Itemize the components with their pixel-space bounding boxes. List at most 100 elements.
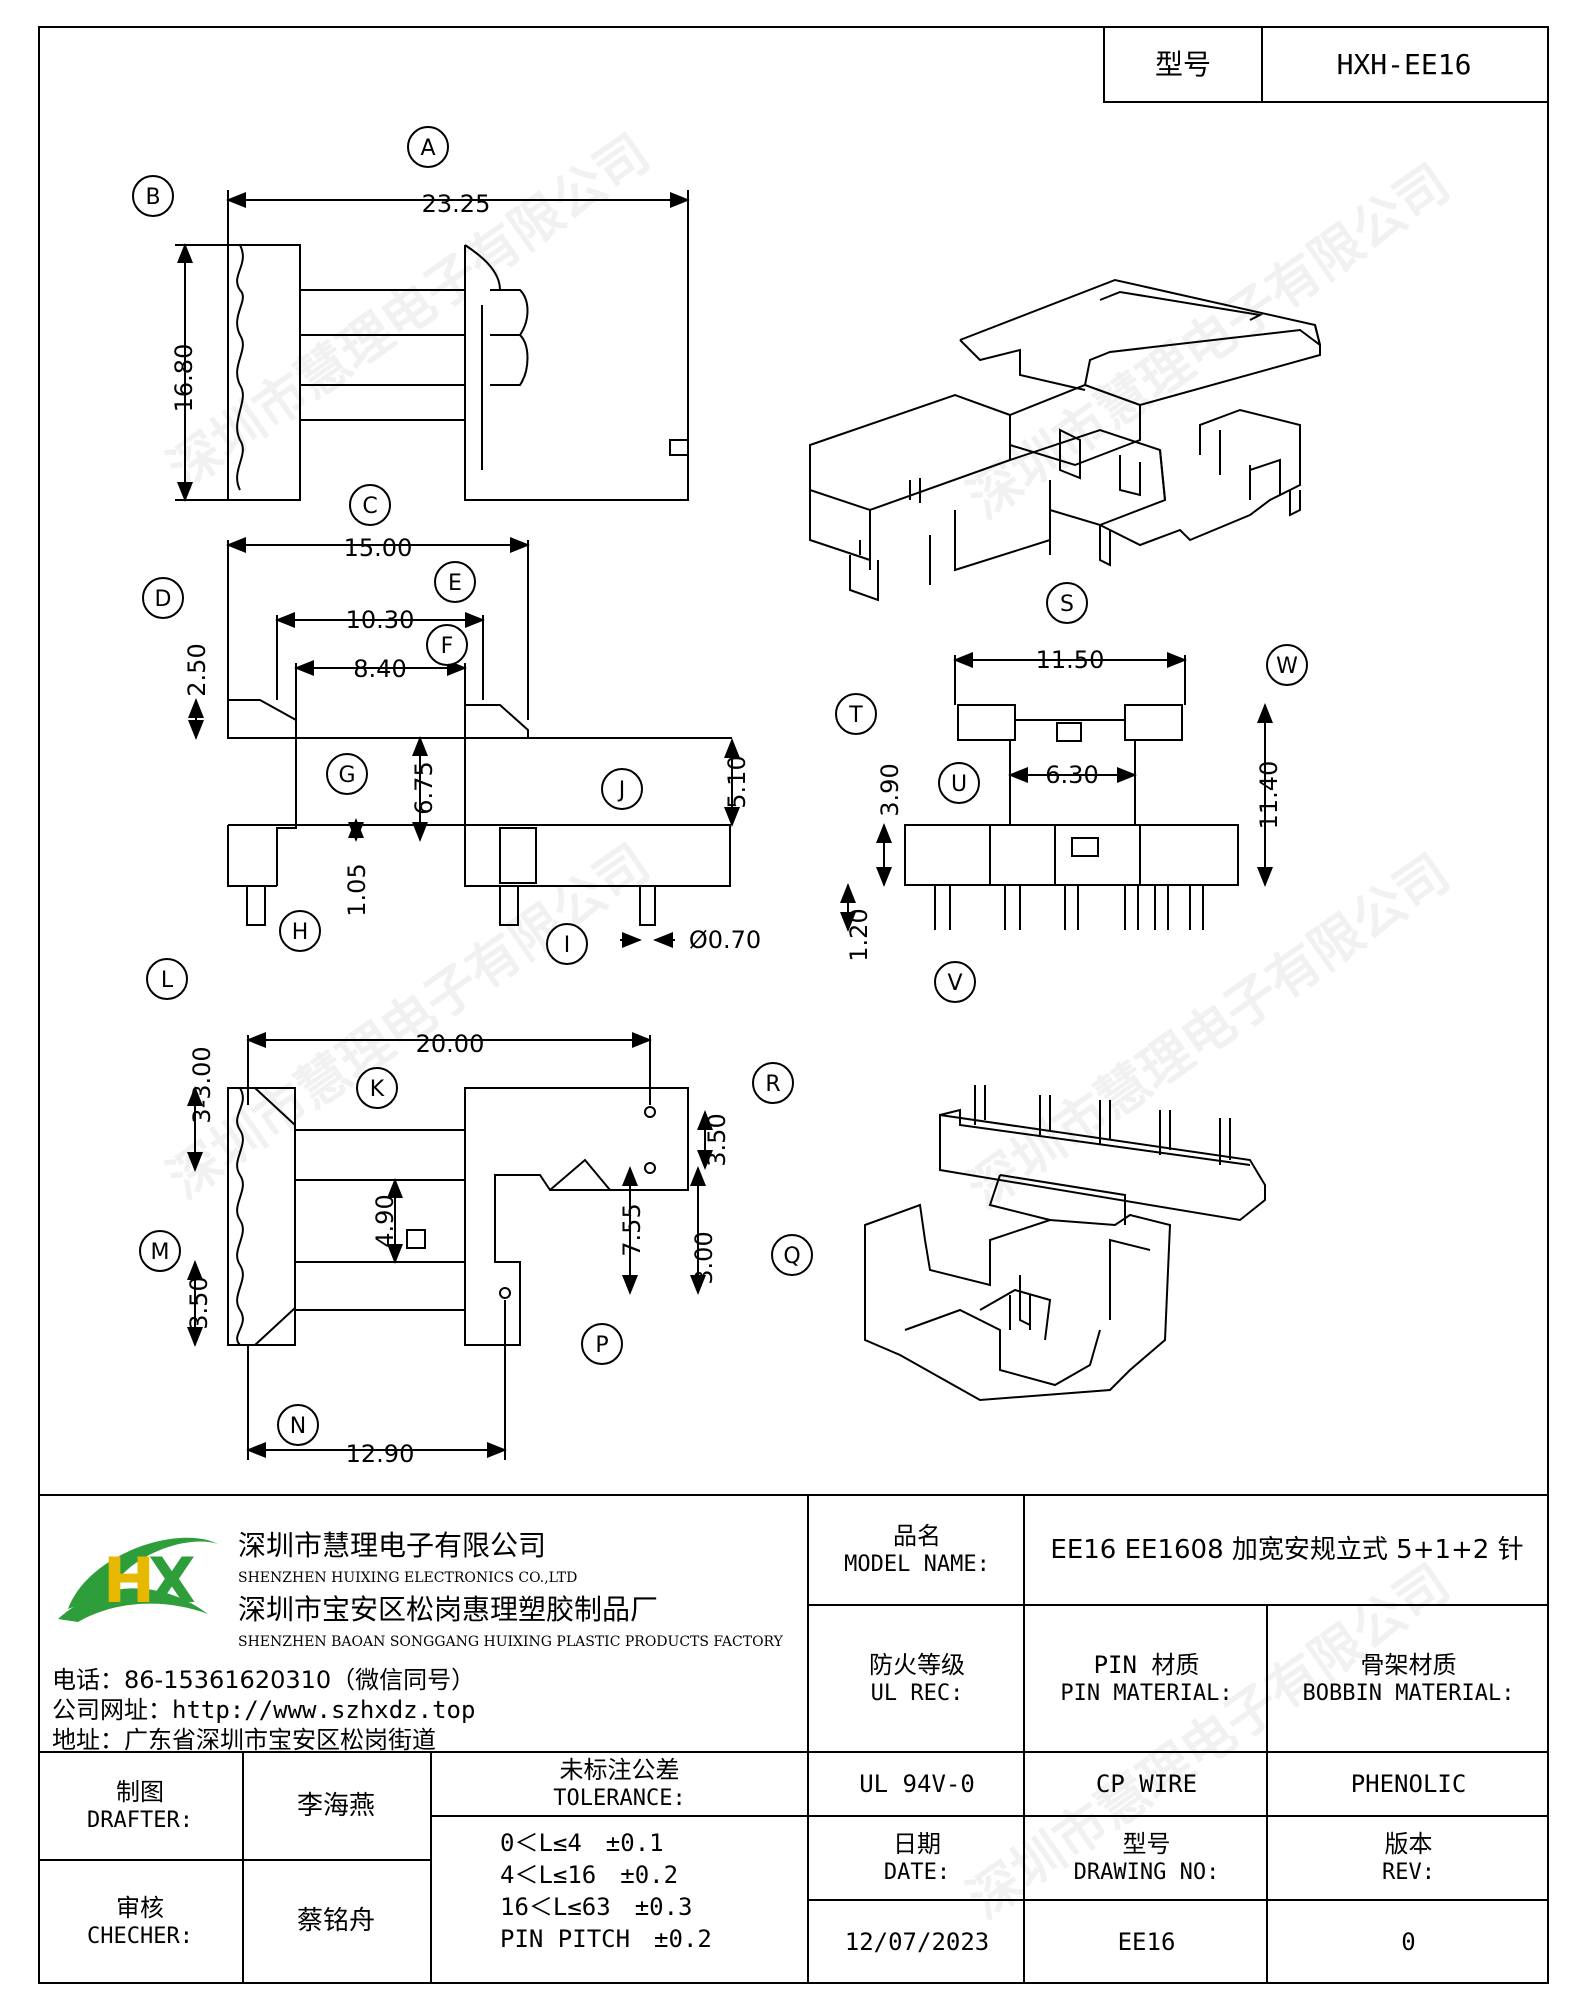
dim-a: 23.25 [422, 190, 491, 218]
dimension-labels: 23.25 16.80 15.00 10.30 8.40 2.50 6.75 5… [170, 190, 1283, 1468]
callout-s: S [1060, 592, 1074, 617]
model-name-label: 品名 MODEL NAME: [807, 1494, 1025, 1606]
dim-p: 7.55 [618, 1203, 646, 1256]
pin-material-label: PIN 材质 PIN MATERIAL: [1023, 1604, 1268, 1753]
drawing-no-label: 型号 DRAWING NO: [1023, 1815, 1268, 1901]
dim-s: 11.50 [1036, 646, 1105, 674]
dim-h: 1.05 [343, 863, 371, 916]
callout-e: E [448, 571, 462, 596]
company-phone: 电话：86-15361620310（微信同号） [52, 1666, 476, 1694]
callout-r: R [765, 1072, 780, 1097]
company-name-en: SHENZHEN HUIXING ELECTRONICS CO.,LTD [238, 1570, 578, 1586]
factory-name-cn: 深圳市宝安区松岗惠理塑胶制品厂 [238, 1593, 659, 1626]
callout-i: I [564, 933, 571, 958]
header-model-value: HXH-EE16 [1261, 26, 1549, 103]
company-address: 地址：广东省深圳市宝安区松岗街道 [52, 1726, 436, 1754]
checker-value: 蔡铭舟 [242, 1859, 432, 1984]
isometric-view-top [809, 278, 1321, 602]
dim-u: 6.30 [1045, 761, 1098, 789]
callout-t: T [848, 703, 863, 728]
dim-n: 12.90 [346, 1440, 415, 1468]
tolerance-line-2: 4＜L≤16 ±0.2 [500, 1861, 679, 1889]
front-view [188, 537, 740, 948]
factory-name-en: SHENZHEN BAOAN SONGGANG HUIXING PLASTIC … [238, 1634, 783, 1650]
dim-c: 15.00 [344, 534, 413, 562]
rev-label: 版本 REV: [1266, 1815, 1549, 1901]
callout-f: F [441, 634, 454, 659]
callout-u: U [951, 772, 967, 797]
callout-k: K [370, 1077, 385, 1102]
dim-m: 3.50 [185, 1276, 213, 1329]
callout-v: V [947, 971, 962, 996]
date-label: 日期 DATE: [807, 1815, 1025, 1901]
tolerance-lines: 0＜L≤4 ±0.1 4＜L≤16 ±0.2 16＜L≤63 ±0.3 PIN … [500, 1827, 712, 1955]
callout-a: A [420, 136, 435, 161]
drafter-label: 制图 DRAFTER: [38, 1751, 244, 1861]
dim-w: 11.40 [1255, 761, 1283, 830]
callout-j: J [617, 778, 626, 803]
pin-value: CP WIRE [1023, 1751, 1268, 1817]
dim-b: 16.80 [170, 344, 198, 413]
dim-km: 4.90 [371, 1194, 399, 1247]
drawing-frame [38, 26, 1549, 1984]
drafter-value: 李海燕 [242, 1751, 432, 1861]
dim-g: 6.75 [410, 761, 438, 814]
header-model-label: 型号 [1103, 26, 1263, 103]
title-block-top-line [38, 1494, 1549, 1496]
company-website: 公司网址：http://www.szhxdz.top [52, 1696, 476, 1724]
row-divider [807, 1899, 1549, 1901]
top-view [175, 190, 690, 502]
callout-circles [132, 126, 1308, 1446]
callout-b: B [145, 185, 160, 210]
dim-r: 3.50 [703, 1113, 731, 1166]
technical-drawing: A B C D E F G H I J K L M N P Q R S T U … [132, 126, 1321, 1468]
callout-q: Q [783, 1244, 800, 1269]
callout-letters: A B C D E F G H I J K L M N P Q R S T U … [145, 136, 1298, 1439]
callout-h: H [292, 920, 309, 945]
row-divider [430, 1815, 809, 1817]
dim-j: 5.10 [723, 755, 751, 808]
dim-d: 2.50 [183, 643, 211, 696]
dim-k: 20.00 [416, 1030, 485, 1058]
company-logo: H X [58, 1537, 218, 1622]
model-name-value: EE16 EE1608 加宽安规立式 5+1+2 针 [1023, 1494, 1549, 1606]
date-value: 12/07/2023 [807, 1899, 1025, 1984]
company-name-cn: 深圳市慧理电子有限公司 [238, 1529, 547, 1562]
dim-l: 3-3.00 [188, 1046, 216, 1123]
callout-p: P [595, 1333, 608, 1358]
ul-value: UL 94V-0 [807, 1751, 1025, 1817]
callout-n: N [290, 1414, 306, 1439]
row-divider [38, 1859, 432, 1861]
rev-value: 0 [1266, 1899, 1549, 1984]
bobbin-value: PHENOLIC [1266, 1751, 1549, 1817]
row-divider [807, 1815, 1549, 1817]
bobbin-material-label: 骨架材质 BOBBIN MATERIAL: [1266, 1604, 1549, 1753]
dim-v: 1.20 [845, 908, 873, 961]
tolerance-label: 未标注公差 TOLERANCE: [553, 1756, 686, 1812]
bottom-view [187, 1032, 713, 1460]
dim-i: Ø0.70 [689, 926, 761, 954]
checker-label: 审核 CHECHER: [38, 1859, 244, 1984]
callout-g: G [338, 763, 355, 788]
tolerance-line-3: 16＜L≤63 ±0.3 [500, 1893, 693, 1921]
dim-f: 8.40 [353, 655, 406, 683]
dim-e: 10.30 [346, 606, 415, 634]
svg-text:H: H [103, 1544, 155, 1617]
callout-c: C [362, 494, 377, 519]
callout-d: D [155, 587, 172, 612]
drawing-no-value: EE16 [1023, 1899, 1268, 1984]
row-divider [38, 1751, 1549, 1753]
ul-rec-label: 防火等级 UL REC: [807, 1604, 1025, 1753]
svg-text:X: X [148, 1544, 196, 1617]
dim-t: 3.90 [876, 763, 904, 816]
callout-w: W [1276, 654, 1298, 679]
callout-l: L [161, 968, 174, 993]
isometric-view-bottom [864, 1085, 1266, 1402]
side-view [840, 652, 1273, 932]
dim-q: 3.00 [690, 1231, 718, 1284]
company-block: H X 深圳市慧理电子有限公司 SHENZHEN HUIXING ELECTRO… [38, 1494, 809, 1754]
tolerance-line-4: PIN PITCH ±0.2 [500, 1925, 712, 1953]
tolerance-line-1: 0＜L≤4 ±0.1 [500, 1829, 664, 1857]
callout-m: M [151, 1240, 170, 1265]
row-divider [807, 1604, 1549, 1606]
